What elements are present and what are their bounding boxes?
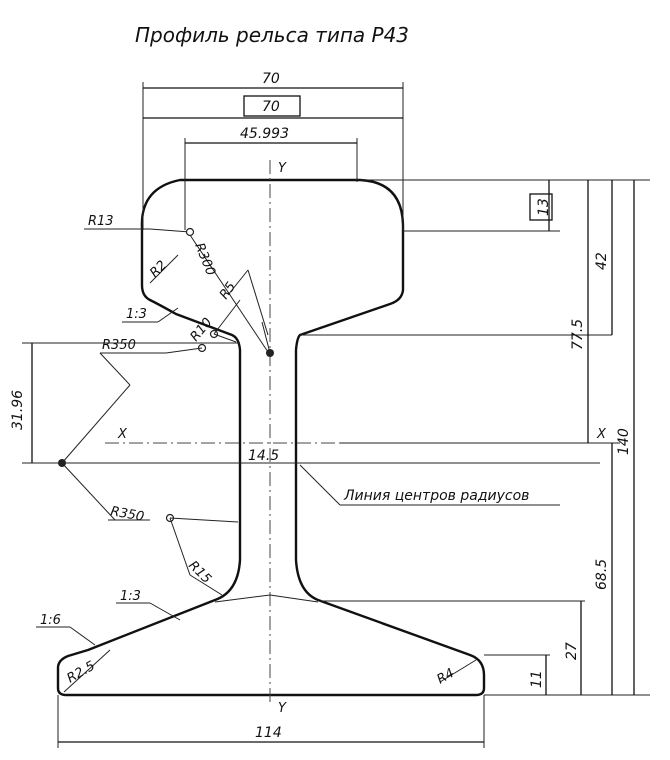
dim-head-width: 70	[262, 71, 280, 87]
dim-base-to-web: 27	[564, 642, 580, 660]
y-axis-label-top: Y	[278, 161, 287, 176]
label-r5: R5	[217, 280, 239, 303]
label-slope-head: 1:3	[126, 307, 147, 322]
dim-web-thickness: 14.5	[248, 448, 279, 464]
label-r13: R13	[88, 214, 114, 229]
x-axis-label-left: X	[117, 427, 128, 442]
dim-head-width-boxed: 70	[262, 99, 280, 115]
label-r350-upper: R350	[102, 338, 136, 353]
y-axis-label-bottom: Y	[278, 701, 287, 716]
dim-boxed-13: 13	[536, 198, 552, 216]
label-r300: R300	[191, 241, 218, 278]
drawing-title: Профиль рельса типа Р43	[135, 23, 409, 47]
dim-base-to-neutral: 68.5	[594, 559, 610, 590]
label-slope-base: 1:3	[120, 589, 141, 604]
dim-rail-height: 140	[616, 428, 632, 455]
dim-base-edge: 11	[529, 670, 545, 688]
dim-crown-width: 45.993	[240, 126, 289, 142]
label-r350-lower: R350	[109, 504, 145, 525]
annotation-centers-line: Линия центров радиусов	[343, 488, 529, 504]
x-axis-label-right: X	[596, 427, 607, 442]
boxed-frame-13	[529, 193, 553, 221]
dim-head-to-neutral: 77.5	[570, 319, 586, 350]
boxed-frame-70	[243, 95, 301, 117]
dim-head-height: 42	[594, 252, 610, 270]
label-slope-edge: 1:6	[40, 613, 61, 628]
rail-profile-outline	[56, 178, 486, 697]
dim-base-width: 114	[255, 725, 282, 741]
label-r2: R2	[147, 258, 170, 281]
label-r15: R15	[185, 558, 214, 587]
dim-31-96: 31.96	[10, 390, 26, 430]
label-r4: R4	[435, 666, 457, 688]
label-r2-5: R2.5	[65, 659, 98, 687]
